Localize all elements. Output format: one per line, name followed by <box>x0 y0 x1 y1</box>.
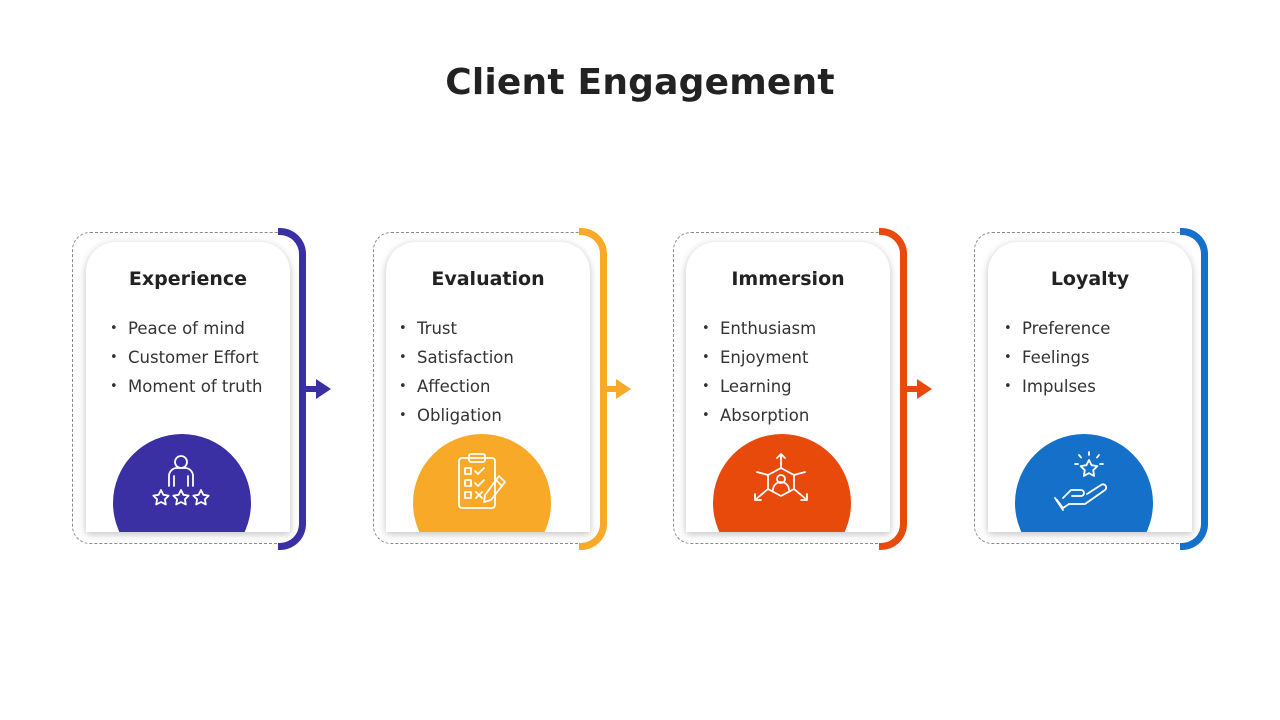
list-item: Peace of mind <box>110 314 263 343</box>
list-item: Satisfaction <box>399 343 514 372</box>
list-item: Preference <box>1004 314 1110 343</box>
bracket-1 <box>278 228 306 550</box>
dashed-outline-2 <box>373 232 593 544</box>
icon-circle <box>713 434 851 532</box>
card-title: Immersion <box>731 268 845 290</box>
card-list: Peace of mind Customer Effort Moment of … <box>110 314 263 401</box>
card-title: Loyalty <box>1050 268 1130 290</box>
step-card-immersion: Immersion Enthusiasm Enjoyment Learning … <box>686 242 890 532</box>
icon-circle <box>1015 434 1153 532</box>
icon-circle <box>113 434 251 532</box>
arrow-right-icon <box>907 379 932 399</box>
bracket-4 <box>1180 228 1208 550</box>
card-list: Trust Satisfaction Affection Obligation <box>399 314 514 430</box>
list-item: Feelings <box>1004 343 1110 372</box>
arrow-right-icon <box>606 379 631 399</box>
dashed-outline-1 <box>72 232 292 544</box>
list-item: Moment of truth <box>110 372 263 401</box>
step-card-loyalty: Loyalty Preference Feelings Impulses <box>988 242 1192 532</box>
hand-star-icon <box>1054 451 1108 511</box>
page-title: Client Engagement <box>445 62 835 103</box>
list-item: Learning <box>702 372 816 401</box>
list-item: Customer Effort <box>110 343 263 372</box>
checklist-clipboard-icon <box>458 453 506 509</box>
list-item: Enthusiasm <box>702 314 816 343</box>
card-list: Enthusiasm Enjoyment Learning Absorption <box>702 314 816 430</box>
bracket-3 <box>879 228 907 550</box>
step-card-experience: Experience Peace of mind Customer Effort… <box>86 242 290 532</box>
dashed-outline-3 <box>673 232 893 544</box>
list-item: Enjoyment <box>702 343 816 372</box>
card-list: Preference Feelings Impulses <box>1004 314 1110 401</box>
arrow-right-icon <box>306 379 331 399</box>
list-item: Absorption <box>702 401 816 430</box>
list-item: Affection <box>399 372 514 401</box>
card-title: Experience <box>128 268 248 290</box>
step-card-evaluation: Evaluation Trust Satisfaction Affection … <box>386 242 590 532</box>
dashed-outline-4 <box>974 232 1194 544</box>
icon-circle <box>413 434 551 532</box>
card-title: Evaluation <box>431 268 545 290</box>
list-item: Obligation <box>399 401 514 430</box>
list-item: Impulses <box>1004 372 1110 401</box>
network-cube-icon <box>754 453 808 501</box>
person-rating-icon <box>152 455 210 506</box>
list-item: Trust <box>399 314 514 343</box>
bracket-2 <box>579 228 607 550</box>
